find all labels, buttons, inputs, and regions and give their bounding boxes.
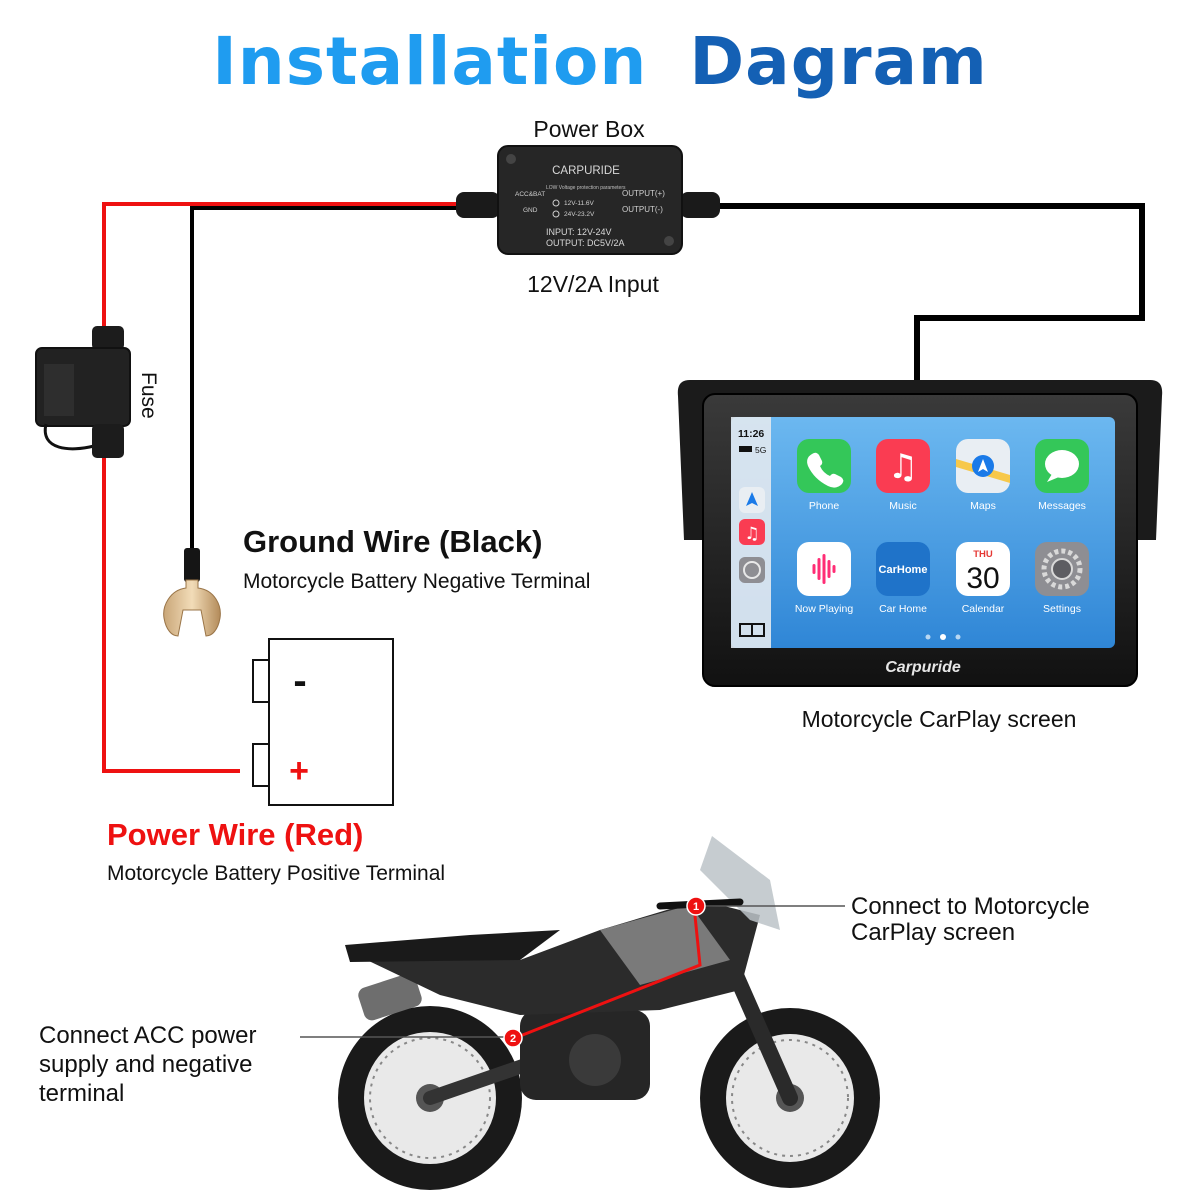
red-wire-top [104,204,465,335]
battery-plus-sign: + [289,752,309,790]
waveform-bar-icon [833,565,836,573]
fuse: Fuse [36,326,160,458]
calendar-day: THU [973,549,993,560]
power-box-input-caption: 12V/2A Input [527,271,659,297]
power-box-brand: CARPURIDE [552,165,620,177]
fuse-strap [45,424,94,449]
page-dot-active [940,634,946,640]
waveform-bar-icon [818,558,821,580]
power-box-output-spec: OUTPUT: DC5V/2A [546,238,625,248]
left-strain-relief [456,192,500,218]
power-box-out-pos: OUTPUT(+) [622,189,665,198]
callout-1-line1: Connect to Motorcycle [851,893,1090,920]
motorcycle-illustration: 1 2 [300,836,880,1190]
screen-caption: Motorcycle CarPlay screen [802,706,1077,732]
engine-cover [569,1034,621,1086]
sidebar-music-note-icon: ♫ [744,524,759,544]
app-messages[interactable]: Messages [1035,439,1089,512]
power-box-option-2: 24V-23.2V [564,211,595,218]
screw-icon [506,154,516,164]
power-box-out-neg: OUTPUT(-) [622,205,663,214]
waveform-bar-icon [813,564,816,574]
power-wire-title: Power Wire (Red) [107,817,363,852]
power-box-option-1: 12V-11.6V [564,200,595,207]
page-title: Installation Dagram [212,23,988,100]
messages-label: Messages [1038,500,1086,512]
sidebar-settings-icon[interactable] [739,557,765,583]
callout-2-line2: supply and negative [39,1051,253,1078]
marker-2-label: 2 [510,1033,516,1045]
ground-wire-subtitle: Motorcycle Battery Negative Terminal [243,570,590,593]
ground-lug-sleeve [184,548,200,582]
battery-minus-sign: - [293,659,306,703]
output-wire [712,206,1142,382]
message-bubble-icon [1045,450,1079,478]
app-settings[interactable]: Settings [1035,542,1089,615]
callout-2-line3: terminal [39,1080,124,1107]
title-word-2: Dagram [689,23,987,100]
page-dot [926,635,931,640]
maps-label: Maps [970,500,996,512]
power-box-acc: ACC&BAT [515,191,545,198]
status-network: 5G [755,445,766,455]
power-box-label: Power Box [533,116,645,142]
signal-icon [739,446,752,452]
marker-1-label: 1 [693,901,699,913]
power-box-warning: LOW Voltage protection parameters [546,185,626,191]
power-wire-subtitle: Motorcycle Battery Positive Terminal [107,862,445,885]
fuse-cap-top [92,326,124,350]
gear-icon [1052,559,1072,579]
car-home-icon-text: CarHome [879,564,928,576]
status-time: 11:26 [738,428,764,440]
title-word-1: Installation [212,23,647,100]
fuse-label: Fuse [137,372,160,419]
app-now-playing[interactable]: Now Playing [795,542,854,615]
battery: - + [253,639,393,805]
calendar-label: Calendar [962,603,1005,615]
power-box: Power Box CARPURIDE ACC&BAT GND LOW Volt… [456,116,720,297]
fuse-ridge [44,364,74,416]
waveform-bar-icon [828,560,831,578]
waveform-bar-icon [823,554,826,584]
car-home-label: Car Home [879,603,927,615]
fuse-cap-bottom [92,424,124,458]
phone-icon [797,439,851,493]
ground-lug-icon [164,580,221,636]
right-strain-relief [680,192,720,218]
music-note-icon: ♫ [888,447,918,487]
black-ground-wire [192,208,465,548]
settings-label: Settings [1043,603,1081,615]
screen-brand-logo: Carpuride [885,659,961,676]
power-box-gnd: GND [523,207,538,214]
ground-terminal [164,548,221,636]
callout-2-line1: Connect ACC power [39,1022,256,1049]
phone-label: Phone [809,500,840,512]
callout-1-line2: CarPlay screen [851,919,1015,946]
power-box-input-spec: INPUT: 12V-24V [546,227,612,237]
now-playing-label: Now Playing [795,603,854,615]
page-dot [956,635,961,640]
ground-wire-title: Ground Wire (Black) [243,524,542,559]
battery-body [269,639,393,805]
screw-icon [664,236,674,246]
music-label: Music [889,500,916,512]
calendar-date: 30 [966,562,999,595]
